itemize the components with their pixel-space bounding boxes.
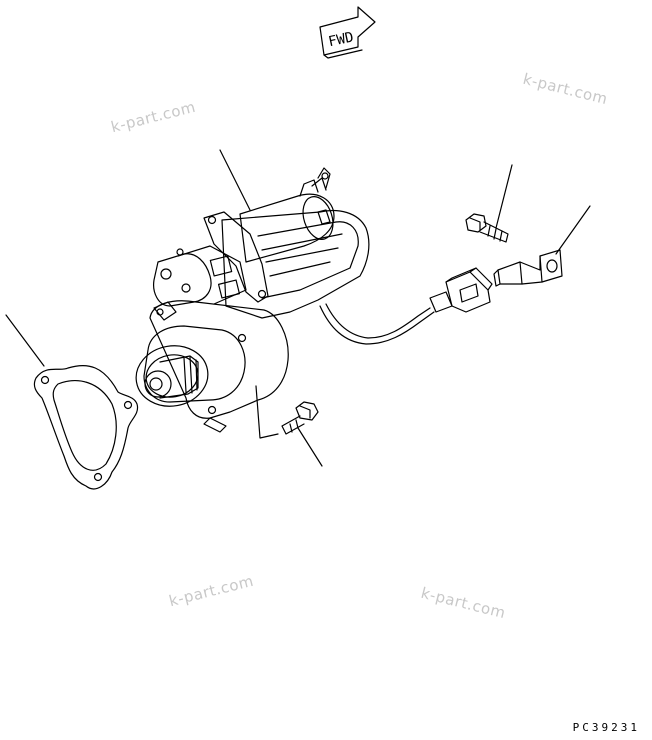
clamp-leader-line [555, 205, 591, 255]
wire-harness [319, 303, 435, 345]
bolt-lower [281, 401, 319, 435]
figure-code: PC39231 [572, 721, 640, 734]
gasket-leader-line [5, 314, 45, 367]
gasket [33, 365, 139, 490]
clamp-bracket [493, 249, 563, 287]
fwd-arrow-icon: FWD [319, 6, 376, 59]
fwd-label: FWD [327, 29, 355, 50]
starter-bottom-leader-line [255, 385, 279, 439]
connector [429, 267, 493, 313]
starter-leader-line [219, 149, 251, 211]
starter-motor [135, 167, 370, 433]
bolt-lower-leader-line [297, 427, 323, 467]
bolt-upper [465, 213, 509, 243]
bolt-upper-leader-line [495, 164, 513, 229]
